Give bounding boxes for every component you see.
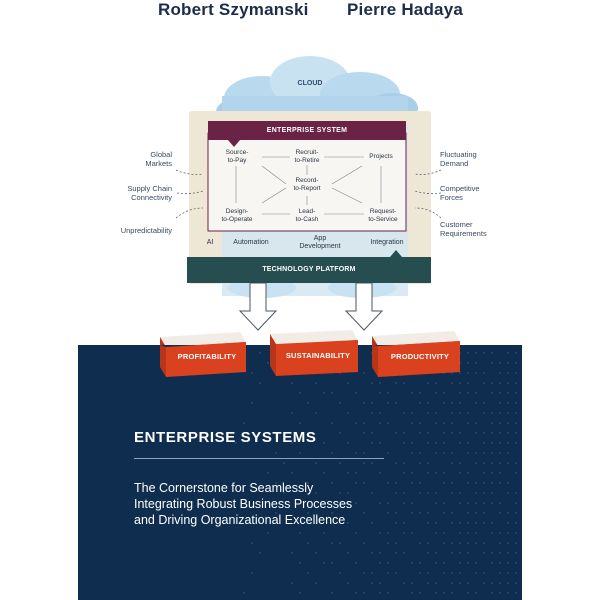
down-arrow [238, 282, 384, 331]
force-label: Unpredictability [120, 226, 172, 235]
platform-item: AI [206, 239, 214, 246]
title-divider [134, 458, 384, 459]
author-name: Robert Szymanski [158, 0, 309, 19]
process-node: Lead- to-Cash [295, 208, 319, 223]
platform-item: Automation [233, 239, 269, 246]
cloud-label: CLOUD [297, 80, 323, 87]
force-label: Fluctuating Demand [440, 150, 477, 168]
enterprise-system-box [207, 132, 407, 232]
dot-pattern [235, 352, 517, 594]
force-label: Customer Requirements [440, 220, 487, 238]
force-label: Supply Chain Connectivity [127, 184, 172, 202]
book-title: ENTERPRISE SYSTEMS [134, 429, 317, 446]
process-node: Record- to-Report [293, 177, 321, 192]
subtitle-line: Integrating Robust Business Processes [134, 497, 353, 511]
process-node: Request- to-Service [368, 208, 398, 223]
author-name: Pierre Hadaya [347, 0, 464, 19]
enterprise-system-banner: ENTERPRISE SYSTEM [208, 121, 406, 140]
subtitle-line: and Driving Organizational Excellence [134, 513, 346, 527]
force-label: Competitive Forces [440, 184, 480, 202]
outcome-label: PROFITABILITY [177, 352, 237, 361]
technology-platform-banner: TECHNOLOGY PLATFORM [187, 257, 431, 283]
subtitle-line: The Cornerstone for Seamlessly [134, 481, 314, 495]
outcome-label: PRODUCTIVITY [390, 352, 450, 361]
cover-panel: ENTERPRISE SYSTEMS The Cornerstone for S… [78, 345, 522, 600]
platform-item: App Development [299, 235, 341, 250]
book-subtitle: The Cornerstone for Seamlessly Integrati… [134, 480, 434, 528]
process-node: Design- to-Operate [221, 208, 253, 223]
outcome-label: SUSTAINABILITY [285, 351, 351, 360]
process-node: Source- to-Pay [225, 149, 249, 164]
force-label: Global Markets [145, 150, 172, 168]
process-node: Projects [369, 153, 393, 160]
platform-item: Integration [370, 239, 404, 246]
process-node: Recruit- to-Retire [294, 149, 320, 164]
